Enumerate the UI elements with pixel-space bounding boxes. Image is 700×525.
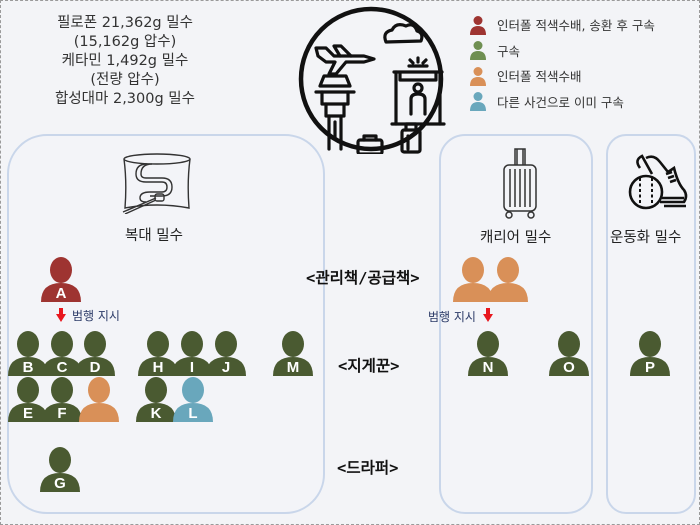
summary-line: (전량 압수) (90, 72, 160, 88)
person-E: E (8, 376, 48, 422)
person-unnamed (453, 256, 493, 302)
person-H: H (138, 330, 178, 376)
person-icon (488, 257, 528, 302)
summary-line: 필로폰 21,362g 밀수 (57, 15, 193, 31)
person-B: B (8, 330, 48, 376)
role-label-manager: <관리책/공급책> (306, 269, 420, 287)
airport-security-icon (298, 6, 446, 154)
person-label: M (286, 359, 300, 376)
legend-label: 인터폴 적색수배 (497, 69, 582, 85)
person-unnamed (488, 256, 528, 302)
person-N: N (468, 330, 508, 376)
legend: 인터폴 적색수배, 송환 후 구속 구속 인터폴 적색수배 다른 사건으로 이미… (470, 12, 655, 114)
person-label: G (54, 475, 66, 492)
panel-title: 운동화 밀수 (610, 230, 682, 246)
person-icon (273, 331, 313, 376)
person-icon (549, 331, 589, 376)
person-K: K (136, 376, 176, 422)
person-label: J (221, 359, 231, 376)
legend-item: 구속 (470, 38, 655, 64)
person-icon (42, 331, 82, 376)
legend-item: 인터폴 적색수배 (470, 63, 655, 89)
person-label: N (482, 359, 494, 376)
person-icon (41, 257, 81, 302)
person-icon (173, 377, 213, 422)
person-icon (136, 377, 176, 422)
waist-belt-icon (122, 153, 191, 214)
person-C: C (42, 330, 82, 376)
summary-line: 케타민 1,492g 밀수 (61, 53, 189, 69)
person-P: P (630, 330, 670, 376)
person-D: D (75, 330, 115, 376)
person-icon (79, 377, 119, 422)
legend-label: 구속 (497, 43, 521, 59)
person-icon (8, 377, 48, 422)
person-icon (42, 377, 82, 422)
person-label: K (150, 405, 162, 422)
panel-suitcase-smuggling (439, 134, 593, 514)
person-label: I (189, 359, 195, 376)
legend-label: 인터폴 적색수배, 송환 후 구속 (497, 18, 655, 34)
person-icon (40, 447, 80, 492)
person-label: C (56, 359, 68, 376)
sneaker-ball-icon (628, 154, 688, 210)
person-icon (206, 331, 246, 376)
seizure-summary: 필로폰 21,362g 밀수 (15,162g 압수) 케타민 1,492g 밀… (20, 14, 230, 109)
person-F: F (42, 376, 82, 422)
person-icon (470, 41, 486, 61)
person-label: O (563, 359, 575, 376)
summary-line: (15,162g 압수) (73, 34, 177, 50)
person-label: F (57, 405, 67, 422)
person-icon (470, 15, 486, 35)
person-A: A (41, 256, 81, 302)
role-label-dropper: <드라퍼> (337, 459, 399, 477)
person-icon (470, 92, 486, 112)
person-icon (138, 331, 178, 376)
person-label: E (22, 405, 33, 422)
person-icon (75, 331, 115, 376)
arrow-down-icon (56, 308, 66, 322)
person-M: M (273, 330, 313, 376)
person-icon (470, 66, 486, 86)
legend-label: 다른 사건으로 이미 구속 (497, 94, 624, 110)
person-label: H (152, 359, 164, 376)
person-label: P (644, 359, 655, 376)
person-unnamed (79, 376, 119, 422)
order-label: 범행 지시 (72, 309, 120, 323)
panel-title: 캐리어 밀수 (480, 230, 552, 246)
person-label: B (22, 359, 34, 376)
person-icon (172, 331, 212, 376)
legend-item: 다른 사건으로 이미 구속 (470, 89, 655, 115)
person-L: L (173, 376, 213, 422)
person-icon (630, 331, 670, 376)
summary-line: 합성대마 2,300g 밀수 (55, 91, 195, 107)
arrow-down-icon (483, 308, 493, 322)
role-label-courier: <지게꾼> (338, 357, 400, 375)
person-icon (8, 331, 48, 376)
order-label: 범행 지시 (428, 310, 476, 324)
person-label: D (89, 359, 101, 376)
person-label: A (55, 285, 67, 302)
legend-item: 인터폴 적색수배, 송환 후 구속 (470, 12, 655, 38)
person-G: G (40, 446, 80, 492)
person-J: J (206, 330, 246, 376)
person-O: O (549, 330, 589, 376)
person-icon (453, 257, 493, 302)
person-icon (468, 331, 508, 376)
suitcase-icon (503, 148, 537, 219)
person-label: L (188, 405, 198, 422)
person-I: I (172, 330, 212, 376)
panel-title: 복대 밀수 (125, 228, 183, 244)
